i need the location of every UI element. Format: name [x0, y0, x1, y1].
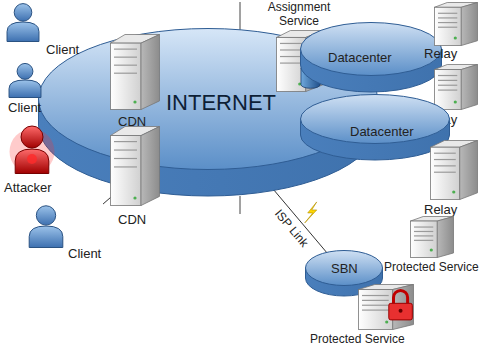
node-label: Client — [46, 42, 79, 57]
cdn-server-icon — [110, 34, 160, 110]
node-label: Protected Service — [384, 260, 479, 274]
node-label: Protected Service — [310, 332, 405, 346]
relay-server: Relay — [420, 140, 482, 218]
node-label: Datacenter — [328, 50, 392, 65]
cdn-server: CDN — [110, 34, 160, 130]
datacenter-cylinder: Datacenter — [300, 22, 442, 92]
lightning-bolt — [305, 202, 317, 223]
node-label: Relay — [424, 46, 457, 61]
client-icon: Client — [24, 204, 116, 262]
relay-server-icon — [434, 2, 478, 46]
client-icon: Client — [2, 2, 88, 60]
node-label: Relay — [424, 202, 457, 217]
datacenter-cylinder: Datacenter — [300, 94, 450, 160]
protected-server: Protected Service — [300, 284, 430, 350]
node-label: Attacker — [4, 180, 52, 195]
client-icon: Client — [2, 62, 62, 116]
node-label: Datacenter — [350, 124, 414, 139]
node-label: Client — [68, 246, 101, 261]
protected-server-icon — [410, 216, 454, 258]
person-figure — [6, 62, 44, 98]
node-label: CDN — [118, 212, 146, 227]
attacker-figure — [12, 124, 52, 174]
protected-server-icon — [358, 284, 414, 330]
person-figure — [26, 204, 66, 248]
relay-server-icon — [434, 64, 478, 110]
node-label: Assignment Service — [262, 0, 336, 28]
node-label: INTERNET — [166, 90, 276, 116]
relay-server-icon — [430, 140, 478, 200]
relay-server: Relay — [420, 2, 482, 64]
cdn-server-icon — [110, 126, 160, 206]
node-label: Client — [8, 100, 41, 115]
cdn-server: CDN — [110, 126, 160, 234]
protected-server: Protected Service — [384, 216, 486, 276]
attacker-icon: Attacker — [2, 124, 66, 198]
node-label: SBN — [331, 261, 358, 276]
person-figure — [4, 2, 42, 42]
